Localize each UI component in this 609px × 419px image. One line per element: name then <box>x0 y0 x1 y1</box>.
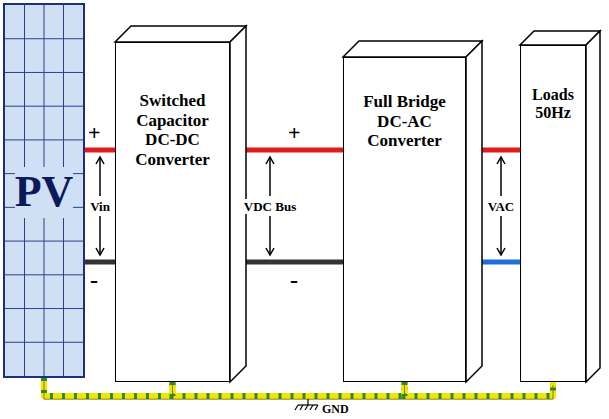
load-box: Loads 50Hz <box>520 45 586 382</box>
box-side-face <box>586 31 600 382</box>
power-wire <box>230 150 343 151</box>
polarity-sign: - <box>290 268 298 292</box>
pv-panel: PV <box>3 3 85 378</box>
voltage-label: VDC Bus <box>243 199 297 214</box>
converter-box: Switched Capacitor DC-DC Converter <box>115 42 230 382</box>
box-top-face <box>115 26 246 42</box>
polarity-sign: + <box>88 122 101 144</box>
box-label: Full Bridge DC-AC Converter <box>348 92 461 151</box>
polarity-sign: + <box>288 122 301 144</box>
power-wire <box>85 150 115 151</box>
voltage-label: VAC <box>487 199 516 214</box>
inverter-box: Full Bridge DC-AC Converter <box>343 57 466 382</box>
ground-bus <box>405 382 554 399</box>
power-wire <box>230 262 343 263</box>
voltage-label: Vin <box>89 199 111 214</box>
box-side-face <box>466 41 482 382</box>
box-label: Switched Capacitor DC-DC Converter <box>120 91 225 169</box>
ground-symbol <box>295 399 318 410</box>
panel-label: PV <box>15 167 74 218</box>
power-wire <box>85 262 115 263</box>
box-label: Loads 50Hz <box>525 86 581 123</box>
ground-label: GND <box>322 403 349 415</box>
ground-bus <box>173 382 405 399</box>
polarity-sign: - <box>90 268 98 292</box>
box-top-face <box>343 41 482 57</box>
